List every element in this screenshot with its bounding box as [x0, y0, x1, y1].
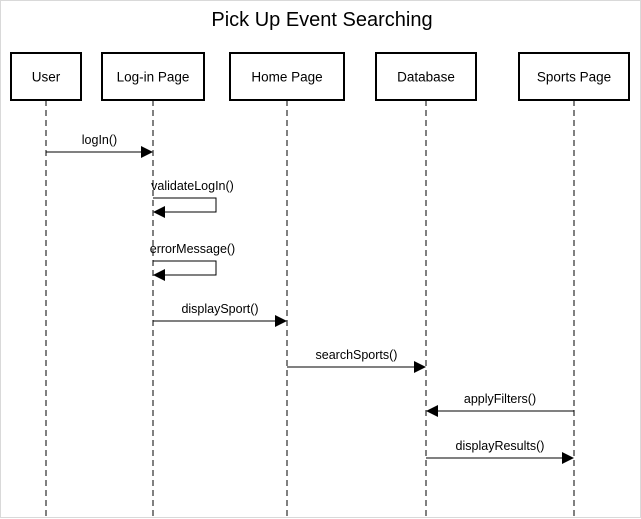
message-label: displayResults() [456, 439, 545, 453]
message-label: errorMessage() [150, 242, 235, 256]
message: displaySport() [153, 302, 287, 327]
participant-label: Database [397, 70, 455, 85]
participant-label: Sports Page [537, 70, 611, 85]
participant-box [229, 52, 345, 101]
message: applyFilters() [426, 392, 574, 417]
arrowhead-icon [275, 315, 287, 327]
message: searchSports() [287, 348, 426, 373]
participant-box [10, 52, 82, 101]
message-label: displaySport() [181, 302, 258, 316]
participant-login: Log-in Page [101, 52, 205, 517]
participant-user: User [10, 52, 82, 517]
participant-box [518, 52, 630, 101]
message-label: validateLogIn() [151, 179, 234, 193]
arrowhead-icon [414, 361, 426, 373]
message-label: applyFilters() [464, 392, 536, 406]
message: errorMessage() [150, 242, 235, 281]
participant-box [101, 52, 205, 101]
message: logIn() [46, 133, 153, 158]
participant-box [375, 52, 477, 101]
arrowhead-icon [153, 206, 165, 218]
arrowhead-icon [426, 405, 438, 417]
participant-sports: Sports Page [518, 52, 630, 517]
diagram-title: Pick Up Event Searching [211, 9, 432, 31]
message-label: searchSports() [316, 348, 398, 362]
participants: User Log-in Page Home Page Database Sports P… [10, 52, 630, 517]
arrowhead-icon [562, 452, 574, 464]
participant-db: Database [375, 52, 477, 517]
participant-home: Home Page [229, 52, 345, 517]
participant-label: User [32, 70, 61, 85]
message: validateLogIn() [151, 179, 234, 218]
participant-label: Log-in Page [117, 70, 190, 85]
message-label: logIn() [82, 133, 117, 147]
message: displayResults() [426, 439, 574, 464]
self-message-line [153, 260, 217, 276]
participant-label: Home Page [251, 70, 322, 85]
self-message-line [153, 197, 217, 213]
messages: logIn() validateLogIn() errorMessage() disp… [46, 133, 574, 464]
arrowhead-icon [153, 269, 165, 281]
arrowhead-icon [141, 146, 153, 158]
